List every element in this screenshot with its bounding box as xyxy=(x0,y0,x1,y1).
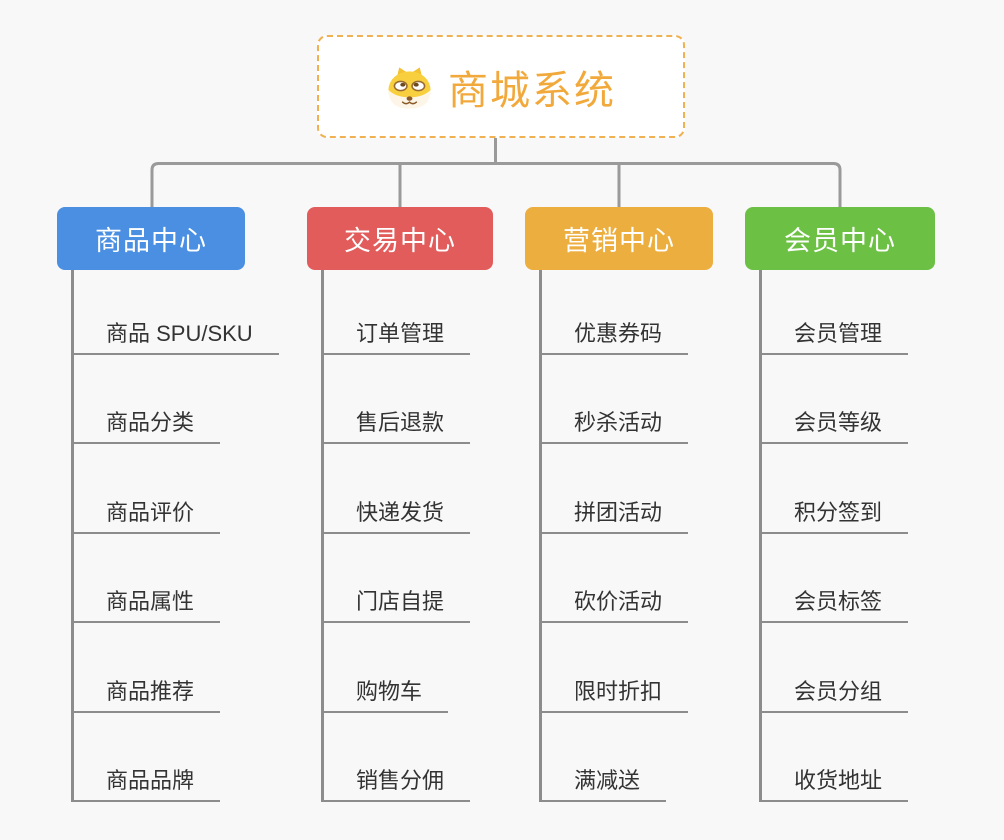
branch-trunk-line xyxy=(539,270,542,802)
branch-trunk-line xyxy=(71,270,74,802)
leaf-node[interactable]: 商品推荐 xyxy=(71,670,221,713)
branch-trunk-line xyxy=(759,270,762,802)
branch-header[interactable]: 营销中心 xyxy=(525,207,713,270)
leaf-node[interactable]: 限时折扣 xyxy=(539,670,689,713)
leaf-node[interactable]: 拼团活动 xyxy=(539,491,689,534)
leaf-node[interactable]: 会员等级 xyxy=(759,401,909,444)
root-title: 商城系统 xyxy=(448,68,616,113)
branch-bus-line xyxy=(150,162,842,207)
dog-face-icon xyxy=(386,65,433,109)
leaf-node[interactable]: 商品 SPU/SKU xyxy=(71,312,279,355)
leaf-node[interactable]: 秒杀活动 xyxy=(539,401,689,444)
leaf-node[interactable]: 商品品牌 xyxy=(71,759,221,802)
branch-header[interactable]: 会员中心 xyxy=(745,207,935,270)
leaf-node[interactable]: 会员分组 xyxy=(759,670,909,713)
leaf-node[interactable]: 订单管理 xyxy=(321,312,471,355)
leaf-node[interactable]: 满减送 xyxy=(539,759,667,802)
leaf-node[interactable]: 商品分类 xyxy=(71,401,221,444)
leaf-node[interactable]: 会员管理 xyxy=(759,312,909,355)
leaf-node[interactable]: 商品属性 xyxy=(71,580,221,623)
leaf-node[interactable]: 商品评价 xyxy=(71,491,221,534)
branch-header[interactable]: 交易中心 xyxy=(307,207,493,270)
leaf-node[interactable]: 购物车 xyxy=(321,670,449,713)
leaf-node[interactable]: 优惠券码 xyxy=(539,312,689,355)
leaf-node[interactable]: 积分签到 xyxy=(759,491,909,534)
root-node[interactable]: 商城系统 xyxy=(317,35,685,138)
leaf-node[interactable]: 快递发货 xyxy=(321,491,471,534)
leaf-node[interactable]: 收货地址 xyxy=(759,759,909,802)
leaf-node[interactable]: 售后退款 xyxy=(321,401,471,444)
leaf-node[interactable]: 会员标签 xyxy=(759,580,909,623)
leaf-node[interactable]: 门店自提 xyxy=(321,580,471,623)
branch-trunk-line xyxy=(321,270,324,802)
leaf-node[interactable]: 砍价活动 xyxy=(539,580,689,623)
leaf-node[interactable]: 销售分佣 xyxy=(321,759,471,802)
branch-header[interactable]: 商品中心 xyxy=(57,207,245,270)
